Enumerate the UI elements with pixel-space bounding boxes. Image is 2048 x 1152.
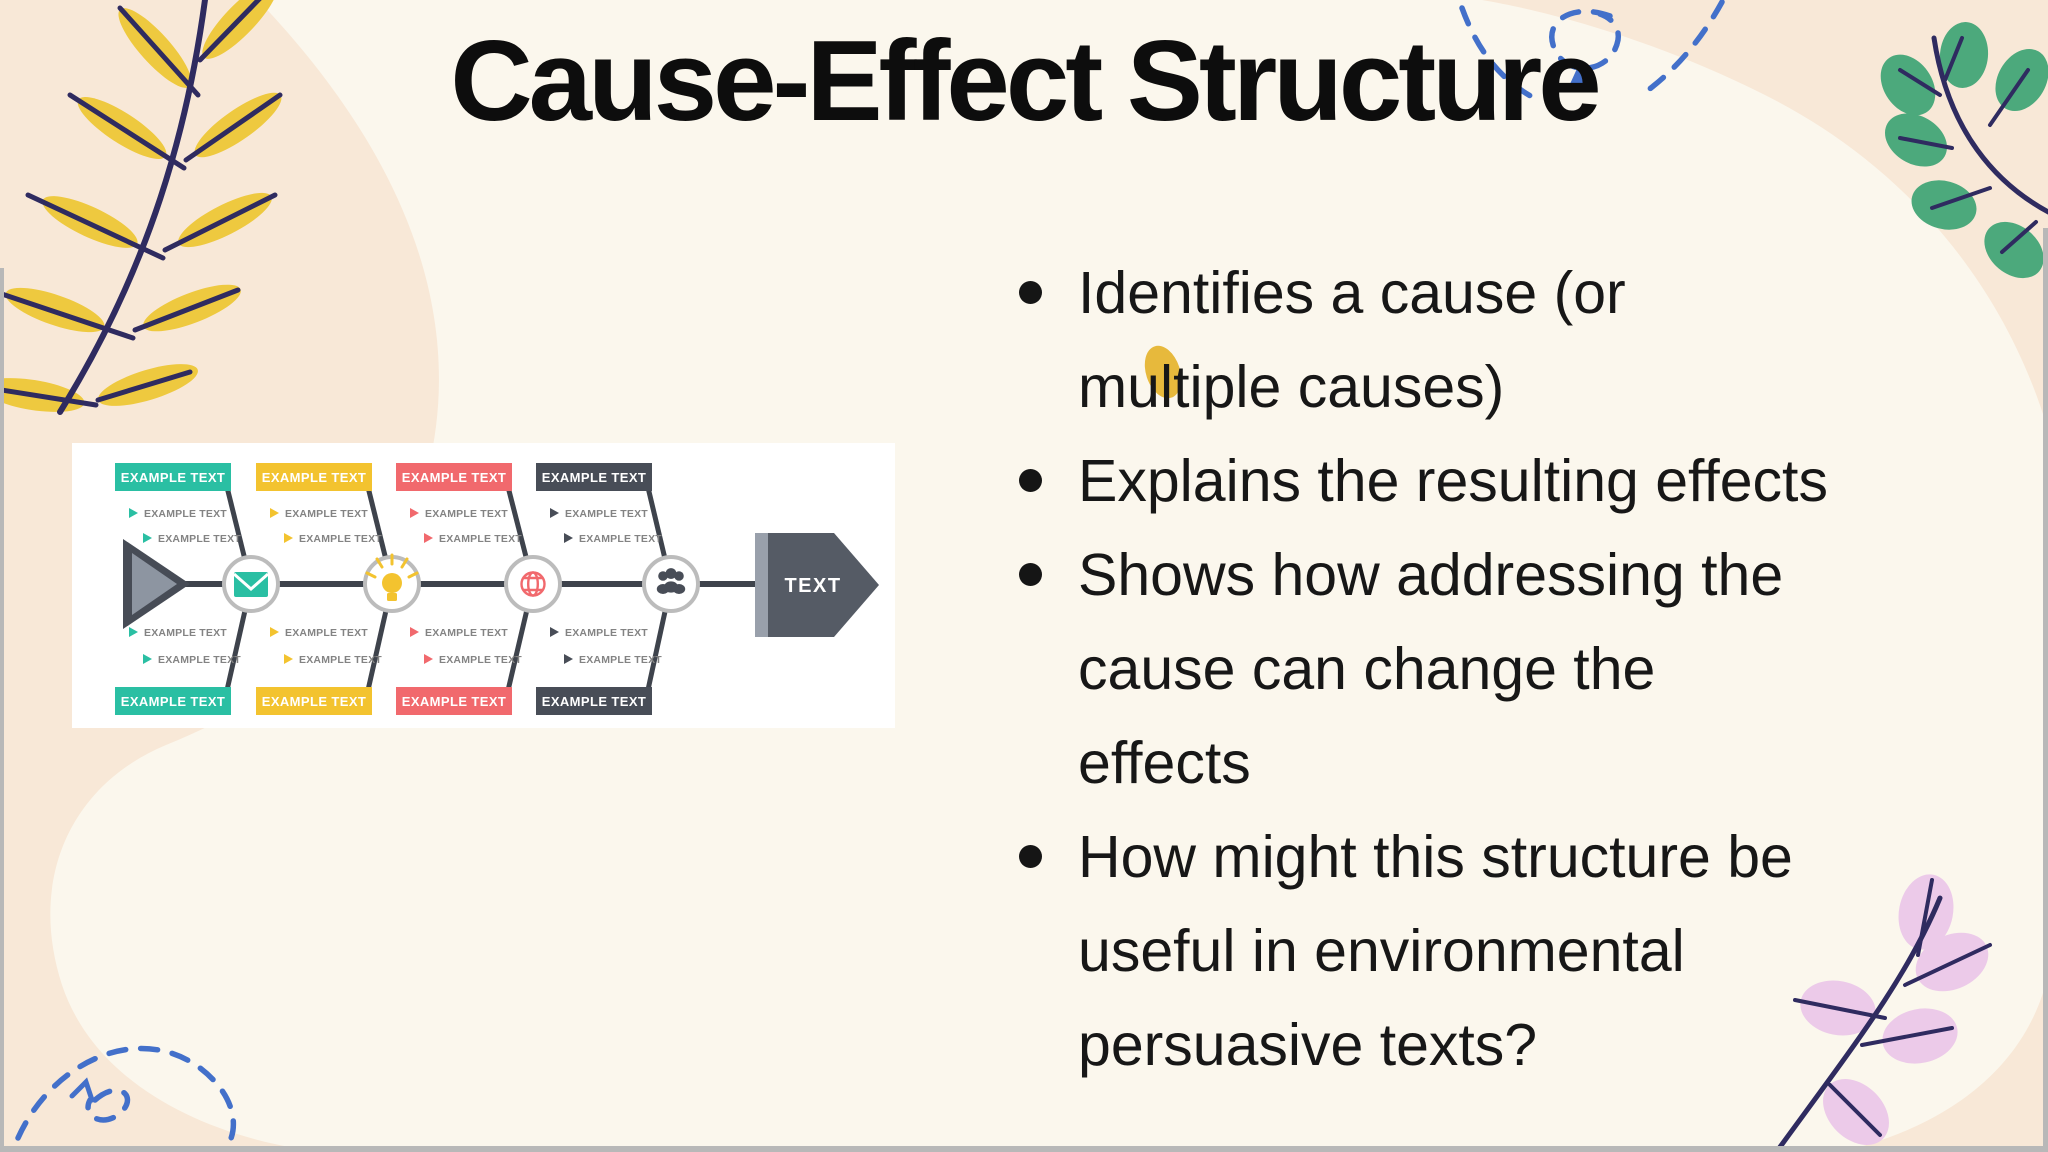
lightbulb-icon xyxy=(365,553,419,601)
slide-edge-right xyxy=(2043,228,2048,1152)
slide-edge-left xyxy=(0,268,4,1152)
svg-text:EXAMPLE TEXT: EXAMPLE TEXT xyxy=(144,627,227,639)
sub-item-bullets-teal xyxy=(129,508,152,664)
globe-icon xyxy=(520,571,546,597)
svg-text:EXAMPLE TEXT: EXAMPLE TEXT xyxy=(402,694,506,709)
doodle-arrowhead xyxy=(1570,62,1596,84)
svg-text:EXAMPLE TEXT: EXAMPLE TEXT xyxy=(579,654,662,666)
list-item: How might this structure be useful in en… xyxy=(1019,810,1979,1092)
svg-text:EXAMPLE TEXT: EXAMPLE TEXT xyxy=(144,508,227,520)
bullet-text: Shows how addressing the cause can chang… xyxy=(1078,528,1783,810)
svg-text:EXAMPLE TEXT: EXAMPLE TEXT xyxy=(262,470,366,485)
bullet-dot xyxy=(1019,469,1042,492)
bullet-line: How might this structure be xyxy=(1078,824,1793,890)
background-ivory-blob xyxy=(50,0,2048,1152)
page-title: Cause-Effect Structure xyxy=(450,18,1601,145)
pink-branch-stems xyxy=(1773,878,1992,1152)
svg-text:EXAMPLE TEXT: EXAMPLE TEXT xyxy=(425,627,508,639)
head-label: TEXT xyxy=(784,575,841,597)
slide-edge-bottom xyxy=(0,1146,2048,1152)
fishbone-tail xyxy=(123,539,190,629)
people-icon xyxy=(656,568,686,594)
list-item: Identifies a cause (or multiple causes) xyxy=(1019,246,1979,434)
svg-text:EXAMPLE TEXT: EXAMPLE TEXT xyxy=(121,694,225,709)
svg-text:EXAMPLE TEXT: EXAMPLE TEXT xyxy=(425,508,508,520)
list-item: Explains the resulting effects xyxy=(1019,434,1979,528)
pink-branch-decoration xyxy=(1773,874,1992,1152)
bullet-text: Explains the resulting effects xyxy=(1078,434,1828,528)
svg-text:EXAMPLE TEXT: EXAMPLE TEXT xyxy=(439,654,522,666)
list-item: Shows how addressing the cause can chang… xyxy=(1019,528,1979,810)
yellow-branch-decoration xyxy=(0,0,283,415)
sub-item-bullets-dark xyxy=(550,508,573,664)
fishbone-diagram-image: TEXT xyxy=(72,443,895,728)
svg-text:EXAMPLE TEXT: EXAMPLE TEXT xyxy=(285,627,368,639)
svg-text:EXAMPLE TEXT: EXAMPLE TEXT xyxy=(565,508,648,520)
sub-item-labels: EXAMPLE TEXT EXAMPLE TEXT EXAMPLE TEXT E… xyxy=(144,508,662,666)
bullet-dot xyxy=(1019,845,1042,868)
bullet-dot xyxy=(1019,281,1042,304)
bullet-line: Explains the resulting effects xyxy=(1078,448,1828,514)
sub-item-bullets-yellow xyxy=(270,508,293,664)
fishbone-diagram: TEXT xyxy=(115,463,879,715)
bullet-line: multiple causes) xyxy=(1078,354,1505,420)
svg-text:EXAMPLE TEXT: EXAMPLE TEXT xyxy=(299,533,382,545)
bullet-line: Shows how addressing the xyxy=(1078,542,1784,608)
svg-text:EXAMPLE TEXT: EXAMPLE TEXT xyxy=(542,694,646,709)
green-branch-decoration xyxy=(1880,22,2048,279)
category-box-labels: EXAMPLE TEXT EXAMPLE TEXT EXAMPLE TEXT E… xyxy=(121,470,646,709)
sub-item-bullets-red xyxy=(410,508,433,664)
yellow-branch-stems xyxy=(0,0,283,415)
category-boxes xyxy=(115,463,652,715)
bullet-line: effects xyxy=(1078,730,1251,796)
bullet-line: persuasive texts? xyxy=(1078,1012,1538,1078)
svg-text:EXAMPLE TEXT: EXAMPLE TEXT xyxy=(285,508,368,520)
svg-text:EXAMPLE TEXT: EXAMPLE TEXT xyxy=(158,654,241,666)
svg-text:EXAMPLE TEXT: EXAMPLE TEXT xyxy=(402,470,506,485)
yellow-paint-dab xyxy=(1144,345,1182,399)
bullet-list: Identifies a cause (or multiple causes) … xyxy=(1019,246,1979,1092)
bullet-text: How might this structure be useful in en… xyxy=(1078,810,1793,1092)
bullet-line: useful in environmental xyxy=(1078,918,1685,984)
bullet-line: cause can change the xyxy=(1078,636,1656,702)
envelope-icon xyxy=(233,572,269,597)
fishbone-head: TEXT xyxy=(755,533,879,637)
svg-text:EXAMPLE TEXT: EXAMPLE TEXT xyxy=(542,470,646,485)
bullet-text: Identifies a cause (or multiple causes) xyxy=(1078,246,1626,434)
svg-text:EXAMPLE TEXT: EXAMPLE TEXT xyxy=(439,533,522,545)
svg-text:EXAMPLE TEXT: EXAMPLE TEXT xyxy=(579,533,662,545)
svg-text:EXAMPLE TEXT: EXAMPLE TEXT xyxy=(565,627,648,639)
bullet-line: Identifies a cause (or xyxy=(1078,260,1626,326)
dashed-doodle-top-right xyxy=(1459,0,1725,103)
svg-text:EXAMPLE TEXT: EXAMPLE TEXT xyxy=(121,470,225,485)
svg-text:EXAMPLE TEXT: EXAMPLE TEXT xyxy=(158,533,241,545)
dashed-doodle-bottom-left xyxy=(15,1045,237,1152)
svg-text:EXAMPLE TEXT: EXAMPLE TEXT xyxy=(262,694,366,709)
svg-text:EXAMPLE TEXT: EXAMPLE TEXT xyxy=(299,654,382,666)
green-branch-stems xyxy=(1898,35,2048,254)
doodle-tick xyxy=(69,1077,95,1103)
bullet-dot xyxy=(1019,563,1042,586)
